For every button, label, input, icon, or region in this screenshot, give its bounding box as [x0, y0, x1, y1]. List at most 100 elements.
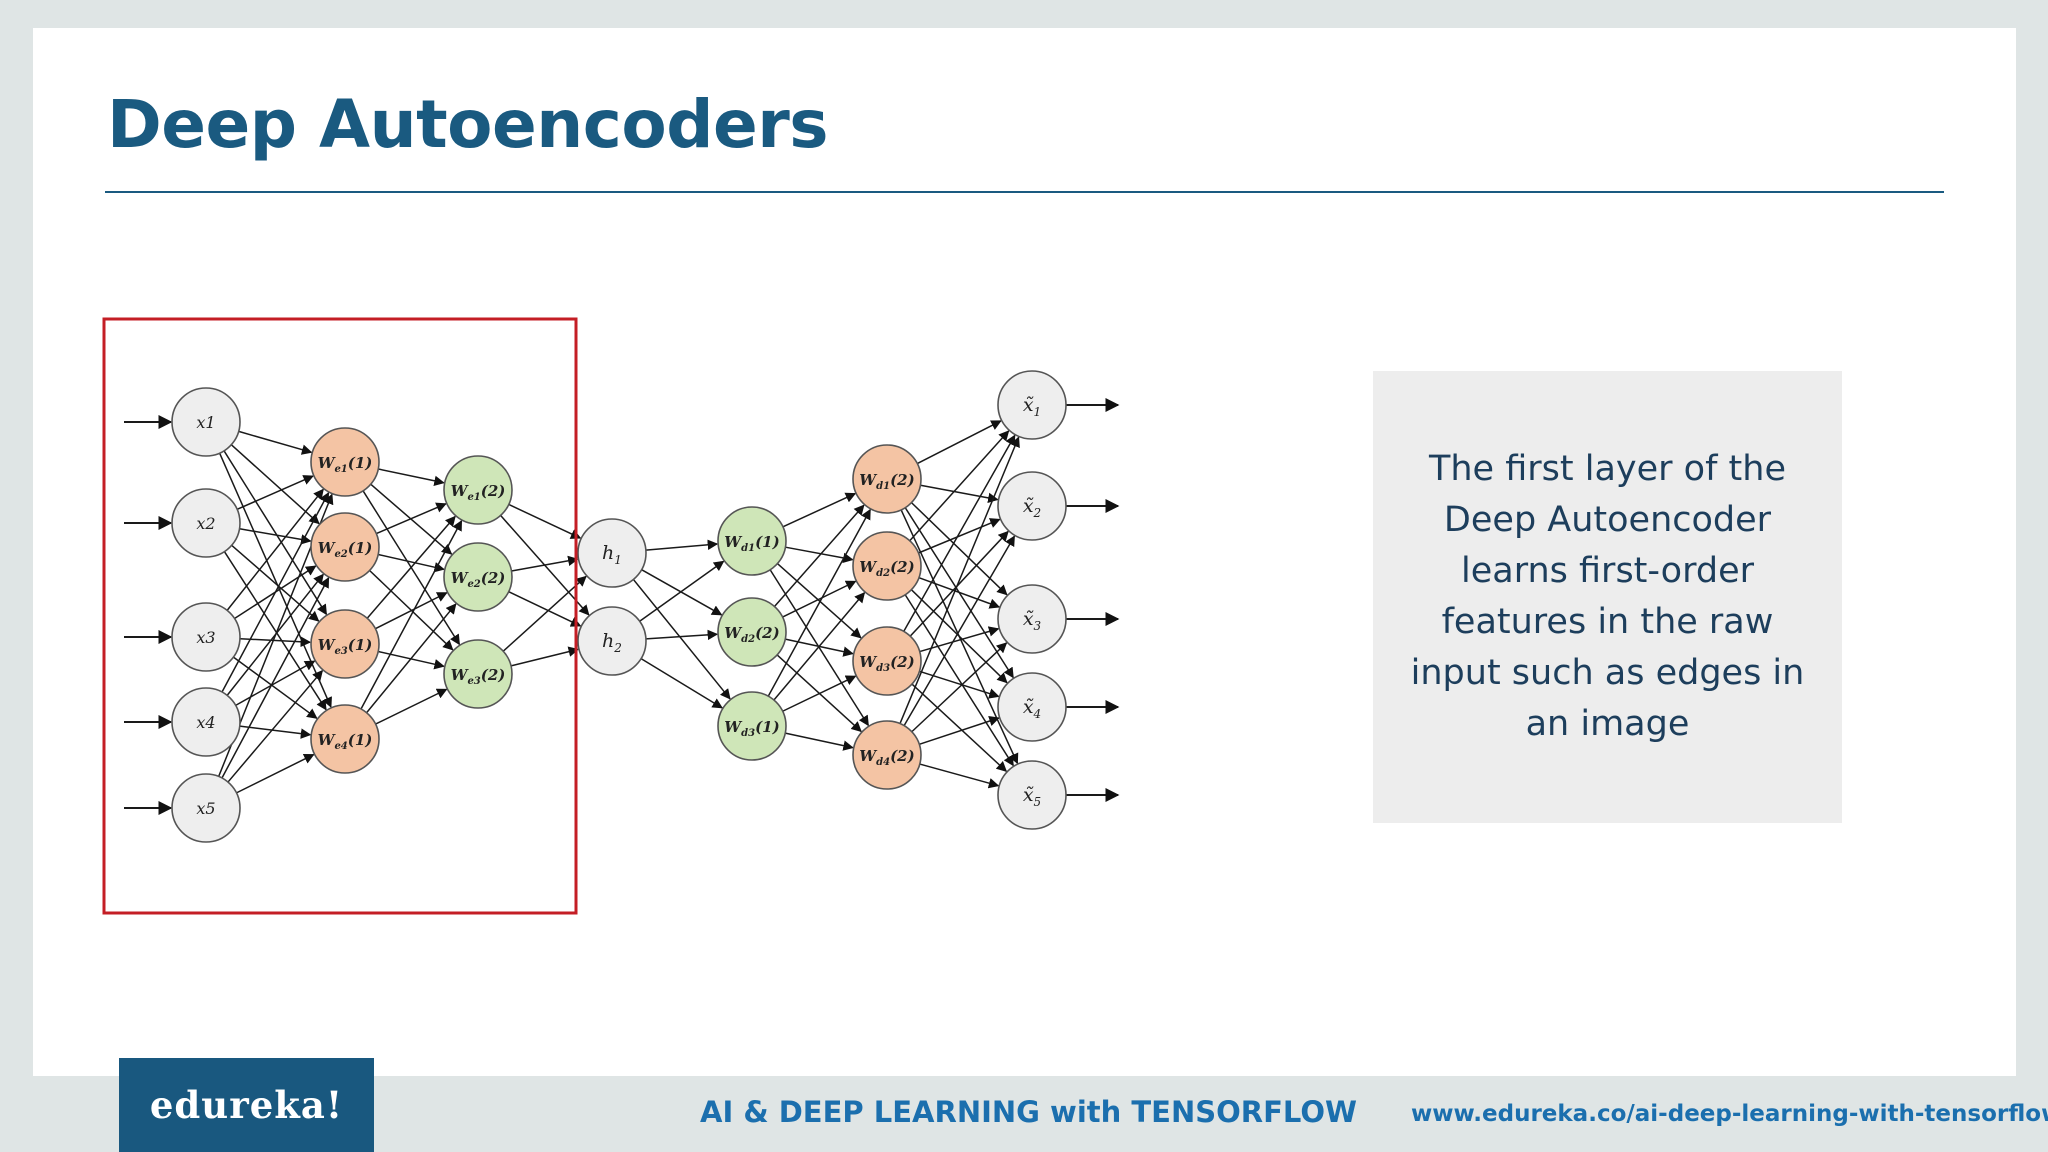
connection-edge [238, 430, 313, 455]
decoder-layer1-node: Wd2(2) [717, 597, 787, 667]
connection-edge [919, 763, 1000, 789]
connection-edge [360, 519, 463, 710]
brand-logo: edureka! [119, 1058, 374, 1152]
course-url[interactable]: www.edureka.co/ai-deep-learning-with-ten… [1411, 1101, 2048, 1127]
node-label: x1 [196, 413, 215, 432]
connection-edge [239, 725, 312, 739]
connection-edge [236, 753, 315, 794]
connection-edge [223, 551, 327, 711]
connection-edge [785, 546, 854, 564]
node-label: We3(1) [318, 636, 373, 657]
connection-edge [776, 563, 862, 639]
node-circle [310, 427, 380, 497]
connection-edge [769, 569, 869, 727]
code-node: h1 [577, 518, 647, 588]
connection-edge [910, 589, 1008, 684]
node-circle [717, 506, 787, 576]
connection-edge [903, 535, 1016, 726]
node-label: Wd2(2) [724, 624, 779, 645]
node-label: h1 [602, 542, 622, 567]
node-circle [171, 387, 241, 457]
decoder-layer2-node: Wd1(2) [852, 444, 922, 514]
decoder-layer2-node: Wd2(2) [852, 531, 922, 601]
node-circle [852, 531, 922, 601]
decoder-layer2-node: Wd3(2) [852, 626, 922, 696]
node-circle [310, 609, 380, 679]
connection-edge [916, 420, 1002, 465]
inputs-node: x4 [171, 687, 241, 757]
connection-edge [645, 629, 719, 641]
node-label: We4(1) [318, 731, 373, 752]
connection-edge [773, 504, 865, 608]
connection-edge [919, 670, 1000, 699]
connection-edge [911, 642, 1008, 733]
connection-edge [235, 660, 316, 707]
node-label: We3(2) [451, 666, 506, 687]
node-label: x̃1 [1023, 394, 1041, 419]
connection-edge [645, 539, 719, 551]
node-circle [852, 720, 922, 790]
encoder-layer1-node: We3(1) [310, 609, 380, 679]
encoder-layer1-node: We2(1) [310, 512, 380, 582]
node-label: Wd1(1) [724, 533, 779, 554]
connection-edge [378, 468, 445, 486]
connection-edge [641, 569, 723, 616]
encoder-layer2-node: We2(2) [443, 542, 513, 612]
connection-edge [232, 656, 318, 719]
connection-edge [773, 591, 866, 701]
connection-edge [230, 444, 320, 525]
connection-edge [767, 508, 871, 697]
connection-edge [239, 636, 312, 648]
node-label: x̃3 [1023, 608, 1042, 633]
connection-edge [782, 492, 857, 528]
node-circle [997, 584, 1067, 654]
node-label: x̃5 [1023, 784, 1041, 809]
inputs-node: x5 [171, 773, 241, 843]
outputs-node: x̃4 [997, 672, 1067, 742]
connection-edge [510, 646, 580, 667]
title-divider [105, 191, 1944, 193]
description-text: The first layer of the Deep Autoencoder … [1410, 449, 1805, 744]
connection-edge [632, 578, 731, 700]
connection-edge [239, 528, 312, 545]
connection-edge [378, 553, 445, 573]
node-circle [577, 606, 647, 676]
connection-edge [920, 484, 999, 504]
network-nodes: x1x2x3x4x5We1(1)We2(1)We3(1)We4(1)We1(2)… [171, 370, 1067, 843]
node-label: x4 [196, 713, 215, 732]
connection-edge [639, 560, 725, 622]
connection-edge [785, 732, 854, 751]
node-circle [171, 687, 241, 757]
connection-edge [366, 515, 456, 619]
node-circle [997, 370, 1067, 440]
node-circle [171, 773, 241, 843]
node-circle [171, 488, 241, 558]
node-label: We2(2) [451, 569, 506, 590]
node-circle [171, 602, 241, 672]
outputs-node: x̃1 [997, 370, 1067, 440]
connection-edge [918, 576, 1001, 609]
connection-edge [508, 503, 582, 539]
encoder-highlight-box [102, 317, 578, 915]
node-circle [852, 626, 922, 696]
node-label: We1(1) [318, 454, 373, 475]
connection-edges [124, 398, 1120, 815]
encoder-layer1-node: We4(1) [310, 704, 380, 774]
connection-edge [375, 502, 447, 535]
inputs-node: x1 [171, 387, 241, 457]
node-circle [577, 518, 647, 588]
connection-edge [221, 491, 330, 693]
connection-edge [782, 675, 857, 712]
brand-name: edureka! [149, 1083, 344, 1127]
connection-edge [909, 430, 1010, 542]
outputs-node: x̃5 [997, 760, 1067, 830]
connection-edge [365, 603, 457, 714]
connection-edge [375, 688, 448, 725]
inputs-node: x3 [171, 602, 241, 672]
encoder-layer2-node: We1(2) [443, 455, 513, 525]
node-circle [443, 542, 513, 612]
decoder-layer1-node: Wd1(1) [717, 506, 787, 576]
node-label: We1(2) [451, 482, 506, 503]
node-circle [997, 760, 1067, 830]
connection-edge [899, 436, 1020, 724]
